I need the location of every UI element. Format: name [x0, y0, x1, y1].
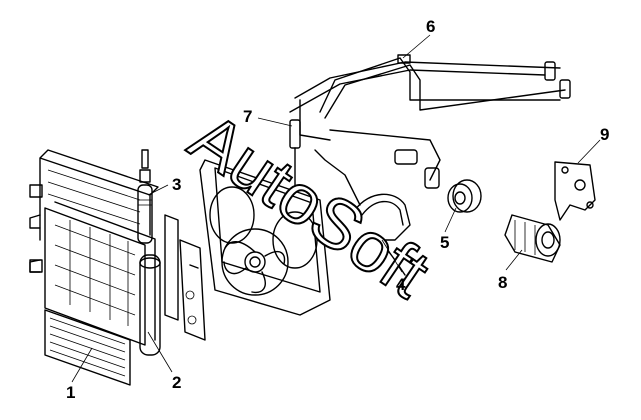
leader-lines	[71, 34, 601, 383]
fan-shroud	[199, 159, 331, 316]
compressor	[504, 214, 561, 263]
callout-3: 3	[172, 175, 181, 194]
receiver-drier	[137, 149, 153, 244]
condenser	[29, 201, 161, 356]
callout-7: 7	[243, 107, 252, 126]
callout-4: 4	[396, 275, 406, 294]
callout-6: 6	[426, 17, 435, 36]
callout-9: 9	[600, 125, 609, 144]
compressor-bracket	[554, 161, 596, 221]
callout-8: 8	[498, 273, 507, 292]
mounting-brackets	[164, 214, 206, 341]
fan-shroud-hoses	[354, 149, 440, 276]
callout-2: 2	[172, 373, 181, 392]
pulley	[447, 179, 482, 213]
callout-5: 5	[440, 233, 449, 252]
refrigerant-lines	[289, 54, 571, 181]
line-connector	[289, 119, 361, 206]
condenser-screen	[44, 309, 131, 386]
callout-1: 1	[66, 383, 75, 402]
callouts: 1 2 3 4 5 6 7 8 9	[66, 17, 609, 402]
radiator	[29, 149, 159, 273]
